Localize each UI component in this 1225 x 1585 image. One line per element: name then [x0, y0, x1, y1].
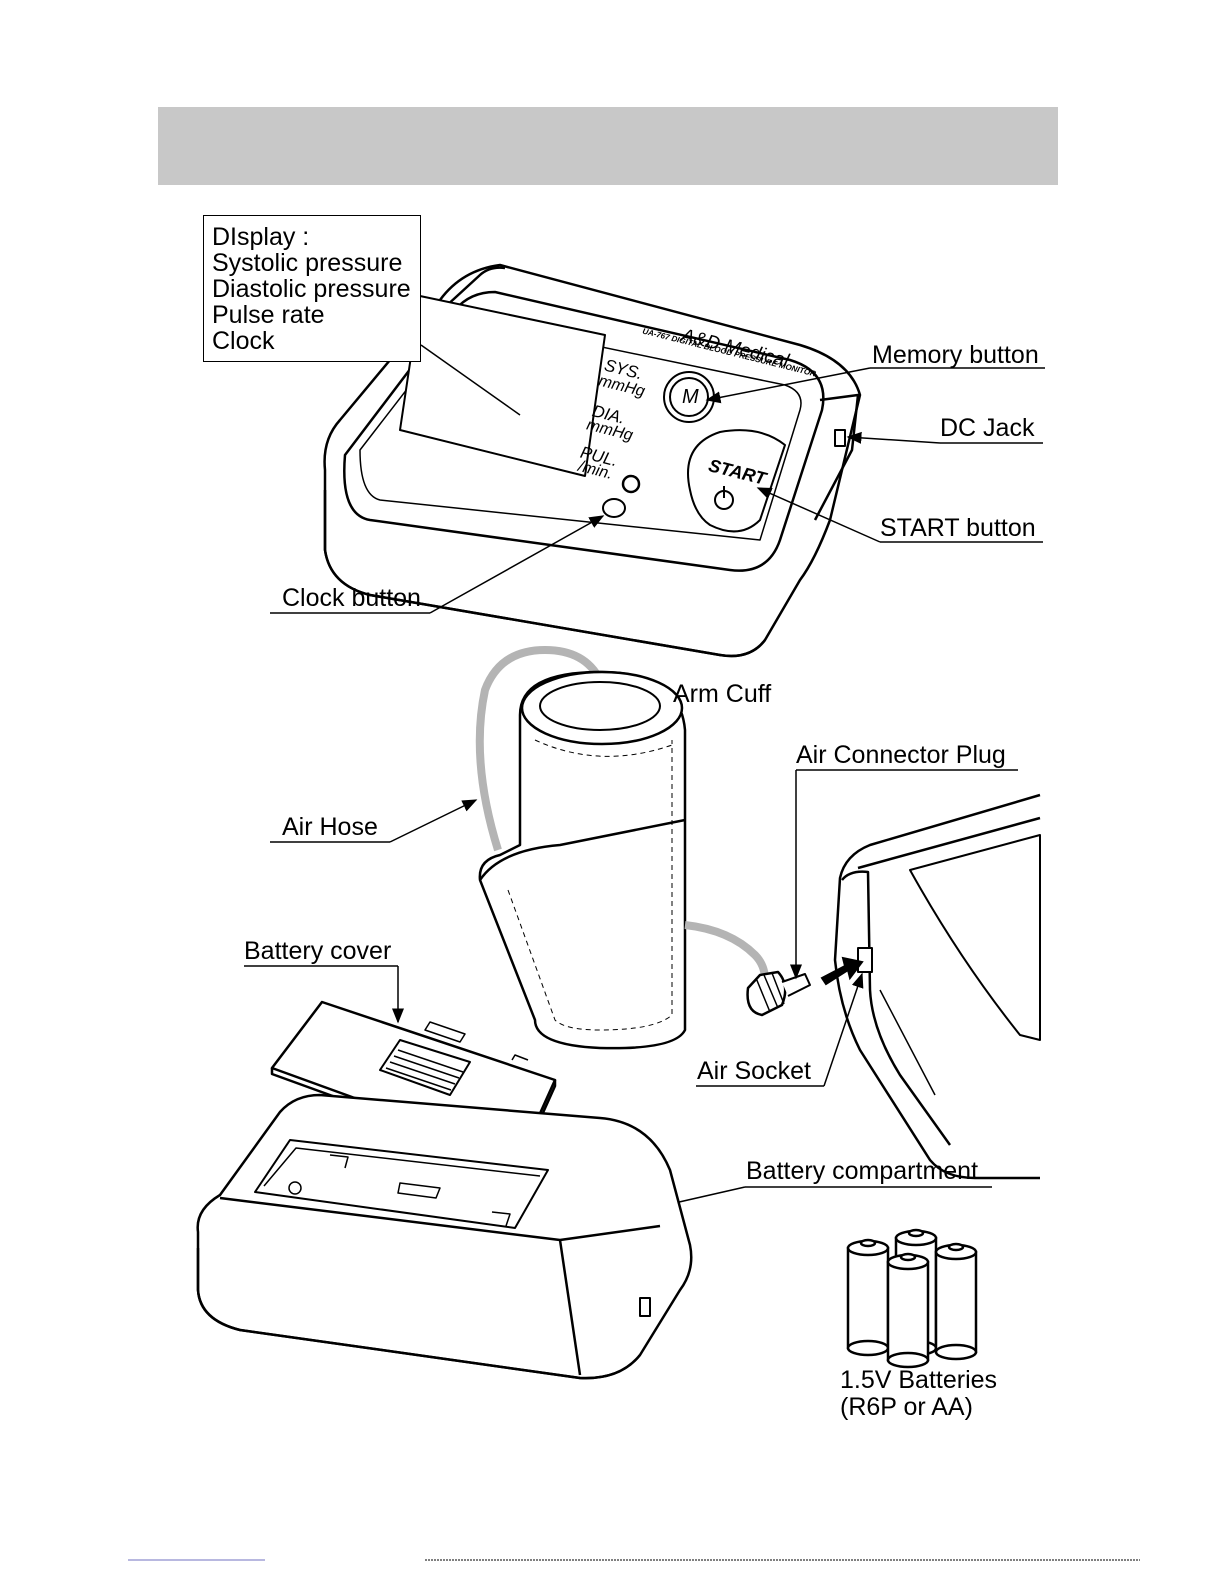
leader-clock — [429, 515, 605, 614]
monitor-inner-plate — [359, 317, 802, 541]
insertion-arrow — [820, 956, 864, 986]
memory-button-label: Memory button — [872, 341, 1039, 369]
arm-cuff-label: Arm Cuff — [673, 680, 772, 708]
air-hose — [475, 646, 604, 852]
leader-air-socket — [823, 972, 864, 1087]
clock-button-label: Clock button — [282, 584, 421, 612]
display-label-line: DIsplay : — [212, 223, 310, 251]
battery-compartment-label: Battery compartment — [746, 1157, 979, 1185]
memory-key-label: M — [682, 386, 699, 408]
display-label-line: Diastolic pressure — [212, 275, 411, 303]
monitor-back-ridge — [419, 266, 506, 331]
dc-jack — [834, 429, 846, 447]
display-label-line: Clock — [212, 327, 275, 355]
batteries-label-line2: (R6P or AA) — [840, 1393, 973, 1421]
monitor-side-view — [833, 793, 1041, 1180]
leader-start — [756, 487, 881, 543]
start-button-label: START button — [880, 514, 1036, 542]
monitor-right-side — [813, 393, 860, 521]
battery-cover-label: Battery cover — [244, 937, 392, 965]
air-hose-label: Air Hose — [282, 813, 378, 841]
battery-cell-right — [934, 1242, 978, 1361]
leader-air-hose — [389, 799, 478, 843]
cuff-wrap-edge — [478, 818, 686, 881]
battery-cover-latch — [379, 1039, 471, 1096]
batteries-illustration — [846, 1228, 978, 1369]
battery-cell-left — [846, 1238, 890, 1357]
battery-compartment — [254, 1139, 549, 1229]
leader-memory — [705, 367, 871, 404]
battery-cell-front — [886, 1252, 930, 1369]
dc-jack-label: DC Jack — [940, 414, 1035, 442]
display-label-line: Pulse rate — [212, 301, 325, 329]
battery-base — [196, 1093, 693, 1380]
start-button-bezel — [687, 429, 786, 533]
leader-dc-jack — [846, 431, 941, 444]
clock-icon — [621, 474, 641, 494]
monitor-side-display — [909, 834, 1041, 1041]
arm-cuff — [475, 646, 811, 1050]
monitor-unit — [323, 263, 862, 658]
air-socket — [857, 947, 873, 973]
air-connector-plug-label: Air Connector Plug — [796, 741, 1006, 769]
display-label-box: DIsplay : Systolic pressure Diastolic pr… — [203, 215, 421, 362]
leader-display — [420, 344, 521, 416]
monitor-base-edge — [323, 490, 766, 658]
cuff-hose — [684, 921, 769, 981]
clock-button — [602, 498, 626, 518]
cuff-stitch — [507, 740, 673, 1031]
display-label-line: Systolic pressure — [212, 249, 403, 277]
batteries-label-line1: 1.5V Batteries — [840, 1366, 998, 1394]
header-band — [158, 107, 1058, 185]
air-socket-label: Air Socket — [697, 1057, 811, 1085]
